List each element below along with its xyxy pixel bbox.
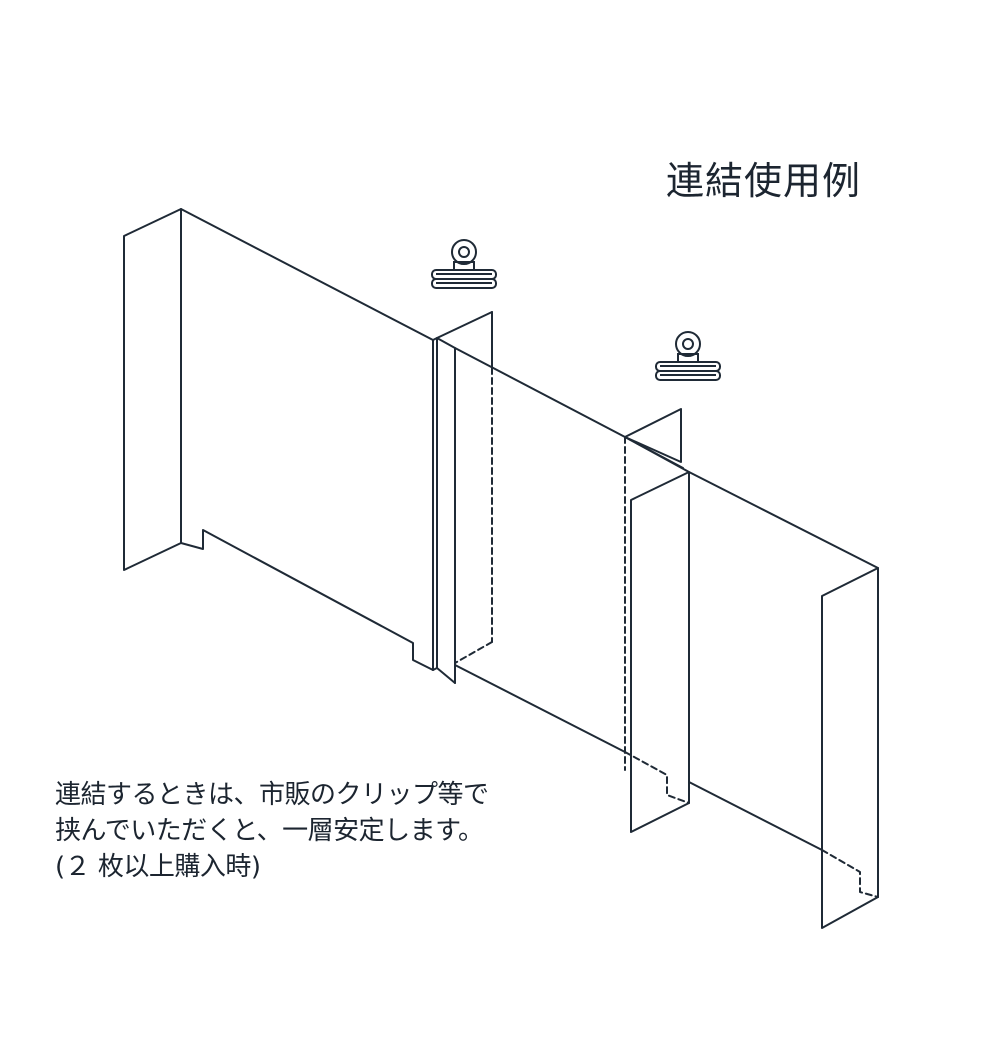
middle-panel-hidden-bottom [454,641,493,664]
diagram-caption: 連結するときは、市販のクリップ等で 挟んでいただくと、一層安定します。 (２ 枚… [55,777,489,885]
middle-panel-front-flap-edge [436,311,493,339]
caption-line-2: 挟んでいただくと、一層安定します。 [55,816,484,846]
right-panel-top-edge [624,436,879,898]
caption-line-3: (２ 枚以上購入時) [55,852,261,882]
right-connector-hidden-foot [624,751,690,804]
middle-panel-front-flap [432,337,438,671]
middle-panel-bottom-edge [436,664,626,753]
caption-line-1: 連結するときは、市販のクリップ等で [55,780,489,810]
right-panel-hidden-foot [821,849,879,898]
right-connector-front-flap [630,471,690,833]
right-panel-bottom-edge [688,781,823,851]
clip-icon [655,331,721,381]
clip-icon [431,239,497,289]
left-panel-side-wing [123,208,182,571]
right-panel-side-wing [821,567,879,929]
left-panel-face [180,208,434,671]
diagram-title: 連結使用例 [666,159,862,203]
right-connector-back-flap [624,408,682,463]
